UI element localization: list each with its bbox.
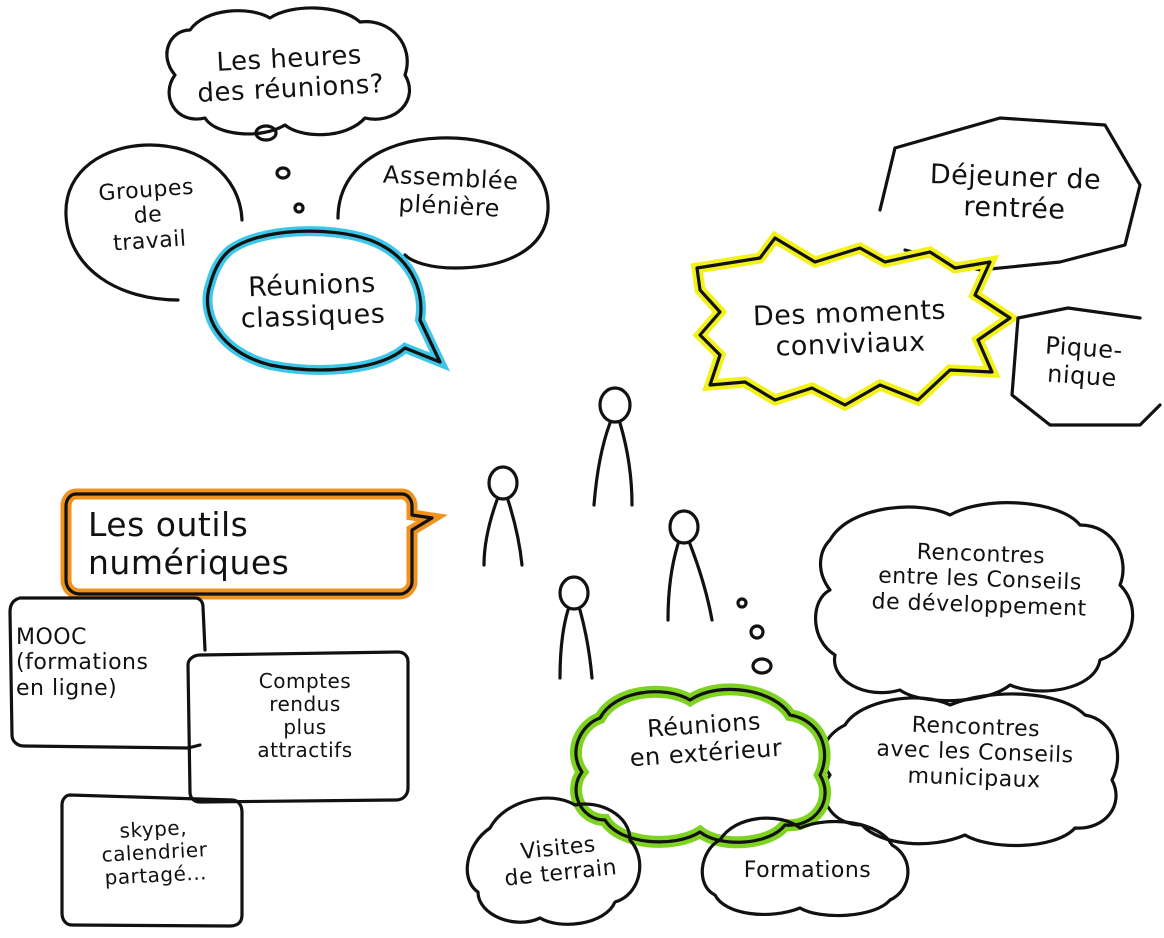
assemblee-text: Assemblée plénière	[382, 160, 520, 223]
piquenique-bubble-shape	[1010, 306, 1162, 427]
conviviaux-starburst-shape	[695, 236, 1012, 407]
mooc-text: MOOC (formations en ligne)	[16, 625, 149, 701]
thought-dot	[749, 624, 765, 640]
comptes-text: Comptes rendus plus attractifs	[257, 669, 353, 762]
thought-dot	[254, 124, 278, 142]
question-text: Les heures des réunions?	[196, 40, 385, 109]
skype-box-shape	[60, 793, 244, 928]
dejeuner-bubble-shape	[878, 116, 1142, 272]
thought-dot	[751, 657, 773, 675]
rencontres-dev-text: Rencontres entre les Conseils de dévelop…	[871, 539, 1088, 622]
visites-cloud-shape	[465, 796, 642, 926]
thought-dot	[736, 597, 748, 609]
groupes-text: Groupes de travail	[97, 174, 195, 257]
outils-box-shape	[64, 492, 434, 596]
piquenique-text: Pique- nique	[1044, 331, 1124, 392]
rencontres-municipaux-text: Rencontres avec les Conseils municipaux	[876, 712, 1074, 793]
stick-figure	[482, 465, 524, 567]
question-cloud-shape	[165, 6, 412, 137]
rencontres-municipaux-cloud-shape	[821, 692, 1120, 848]
classiques-bubble-shape	[205, 229, 442, 372]
stick-figure	[558, 575, 594, 680]
assemblee-bubble-shape	[336, 136, 550, 270]
formations-text: Formations	[743, 858, 872, 883]
dejeuner-text: Déjeuner de rentrée	[929, 159, 1102, 226]
comptes-box-shape	[186, 650, 410, 804]
stick-figure	[592, 386, 634, 507]
rencontres-dev-cloud-shape	[814, 501, 1135, 703]
stick-figure	[666, 509, 714, 622]
groupes-bubble-shape	[64, 143, 244, 302]
skype-text: skype, calendrier partagé...	[101, 815, 208, 890]
conviviaux-text: Des moments conviviaux	[752, 294, 947, 363]
outils-text: Les outils numériques	[88, 505, 290, 582]
mooc-box-shape	[8, 596, 207, 750]
classiques-text: Réunions classiques	[240, 267, 386, 335]
thought-dot	[293, 202, 305, 214]
exterieur-cloud-shape	[574, 687, 827, 844]
thought-dot	[275, 166, 291, 180]
formations-cloud-shape	[700, 816, 910, 918]
